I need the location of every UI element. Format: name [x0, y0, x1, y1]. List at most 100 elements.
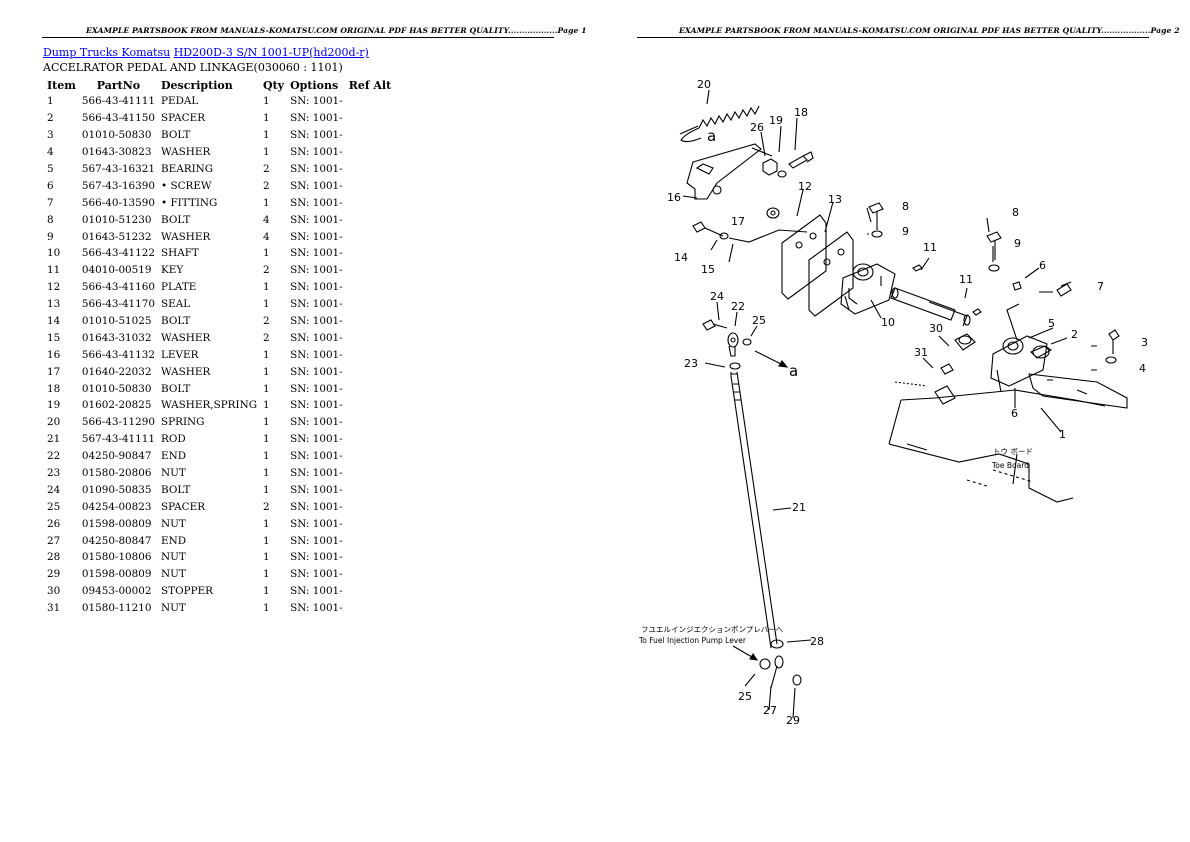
pedal-shape [1028, 373, 1128, 409]
partno-cell: 09453-00002 [81, 585, 152, 598]
options-cell: SN: 1001- [290, 399, 343, 412]
options-cell: SN: 1001- [290, 129, 343, 142]
partno-cell: 567-43-16390 [81, 179, 156, 192]
parts-table: Item PartNo Description Qty Options Ref … [43, 77, 394, 617]
description-cell: SPRING [161, 416, 205, 429]
partno-cell: 01090-50835 [81, 483, 152, 496]
description-cell: PLATE [161, 281, 197, 294]
item-cell: 9 [47, 230, 54, 243]
callout-7: 7 [1097, 280, 1104, 293]
item-cell: 3 [47, 129, 54, 142]
toe-board-outline [888, 389, 1106, 503]
partno-cell: 01598-00809 [81, 517, 152, 530]
callout-14: 14 [674, 251, 688, 264]
options-cell: SN: 1001- [290, 602, 343, 615]
pump-lever-label: To Fuel Injection Pump Lever [638, 636, 747, 645]
column-header-partno: PartNo [96, 78, 141, 92]
options-cell: SN: 1001- [290, 348, 343, 361]
ref-alt-cell [346, 228, 395, 245]
description-cell: WASHER [161, 331, 211, 344]
callout-27: 27 [763, 704, 777, 717]
options-cell: SN: 1001- [290, 213, 343, 226]
partno-cell: 01010-51025 [81, 315, 152, 328]
callout-25-lower: 25 [738, 690, 752, 703]
callout-13: 13 [828, 193, 842, 206]
options-cell: SN: 1001- [290, 146, 343, 159]
ref-alt-cell [346, 363, 395, 380]
qty-cell: 1 [263, 551, 270, 564]
description-cell: NUT [161, 568, 186, 581]
options-cell: SN: 1001- [290, 196, 343, 209]
item-cell: 21 [47, 433, 61, 446]
page-title: ACCELRATOR PEDAL AND LINKAGE(030060 : 11… [43, 61, 343, 74]
callout-8-left: 8 [902, 200, 909, 213]
qty-cell: 1 [263, 365, 270, 378]
qty-cell: 4 [263, 213, 270, 226]
page2-header: EXAMPLE PARTSBOOK FROM MANUALS-KOMATSU.C… [679, 26, 1180, 35]
options-cell: SN: 1001- [290, 450, 343, 463]
description-cell: WASHER,SPRING [161, 399, 258, 412]
column-header-qty: Qty [263, 78, 285, 92]
item-cell: 10 [47, 247, 61, 260]
description-cell: • SCREW [161, 179, 212, 192]
ref-alt-cell [346, 144, 395, 161]
seal-shape [808, 231, 854, 317]
ref-alt-cell [346, 245, 395, 262]
qty-cell: 1 [263, 467, 270, 480]
qty-cell: 2 [263, 315, 270, 328]
description-cell: BOLT [161, 213, 191, 226]
options-cell: SN: 1001- [290, 230, 343, 243]
breadcrumb-link-model[interactable]: HD200D-3 S/N 1001-UP(hd200d-r) [173, 46, 369, 59]
qty-cell: 1 [263, 129, 270, 142]
options-cell: SN: 1001- [290, 264, 343, 277]
partno-cell: 04254-00823 [81, 500, 152, 513]
qty-cell: 2 [263, 163, 270, 175]
ref-alt-cell [346, 279, 395, 296]
table-header-row: Item PartNo Description Qty Options Ref … [43, 77, 394, 93]
rod-shape [730, 371, 778, 649]
options-cell: SN: 1001- [290, 315, 343, 328]
callout-5-right: 5 [1048, 317, 1055, 330]
item-cell: 20 [47, 416, 61, 429]
description-cell: BOLT [161, 483, 191, 496]
ref-alt-cell [346, 532, 395, 549]
partno-cell: 04010-00519 [81, 264, 152, 277]
partno-cell: 566-40-13590 [81, 196, 156, 209]
item-cell: 7 [47, 196, 54, 209]
partno-cell: 567-43-16321 [81, 163, 156, 175]
callout-12: 12 [798, 180, 812, 193]
qty-cell: 1 [263, 568, 270, 581]
qty-cell: 2 [263, 500, 270, 513]
qty-cell: 1 [263, 450, 270, 463]
partno-cell: 566-43-41170 [81, 298, 156, 311]
partno-cell: 01580-11210 [81, 602, 152, 615]
ref-alt-cell [346, 431, 395, 448]
description-cell: LEVER [161, 348, 199, 361]
ref-alt-cell [346, 194, 395, 211]
partno-cell: 01580-20806 [81, 467, 152, 480]
qty-cell: 2 [263, 331, 270, 344]
ref-alt-cell [346, 498, 395, 515]
item-cell: 17 [47, 365, 61, 378]
description-cell: WASHER [161, 230, 211, 243]
callout-4: 4 [1139, 362, 1146, 375]
options-cell: SN: 1001- [290, 179, 343, 192]
callout-30: 30 [929, 322, 943, 335]
callout-24: 24 [710, 290, 724, 303]
page1-header-rule [42, 37, 554, 38]
breadcrumb-link-dump-trucks[interactable]: Dump Trucks Komatsu [43, 46, 171, 59]
item-cell: 22 [47, 450, 61, 463]
options-cell: SN: 1001- [290, 281, 343, 294]
options-cell: SN: 1001- [290, 95, 343, 108]
description-cell: NUT [161, 517, 186, 530]
item-cell: 24 [47, 483, 61, 496]
